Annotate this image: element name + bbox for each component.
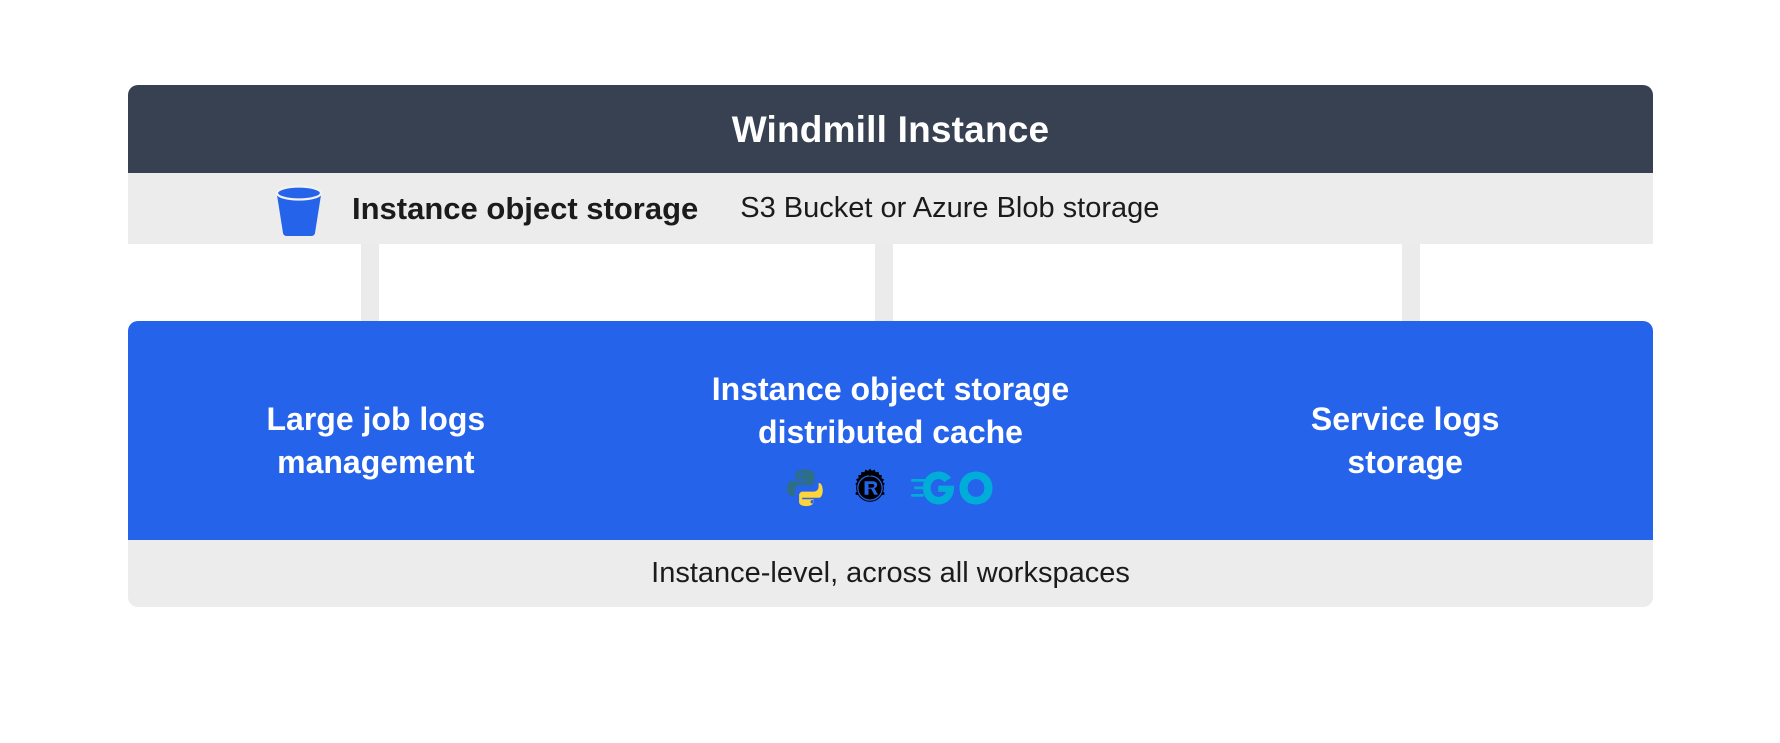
footer-caption: Instance-level, across all workspaces: [651, 557, 1130, 589]
bucket-icon: [268, 178, 330, 240]
feature-title: Instance object storage distributed cach…: [711, 370, 1070, 450]
go-logo-icon: [910, 468, 997, 513]
language-logo-row: [785, 467, 997, 513]
column-divider-1: [590, 612, 593, 742]
arrow-shaft: [1402, 244, 1420, 324]
arrow-shaft: [361, 244, 379, 324]
column-divider-2: [1150, 612, 1153, 742]
feature-column-service-logs-storage: Service logs storage: [1157, 321, 1653, 540]
rust-logo-icon: [849, 467, 891, 514]
windmill-instance-diagram: Windmill Instance Instance object storag…: [128, 85, 1653, 742]
feature-title: Service logs storage: [1310, 400, 1500, 480]
feature-panel: Large job logs management Instance objec…: [128, 321, 1653, 742]
feature-column-large-job-logs-management: Large job logs management: [128, 321, 624, 540]
instance-object-storage-label: Instance object storage: [352, 190, 699, 226]
instance-header-band: Windmill Instance: [128, 85, 1653, 173]
page-title: Windmill Instance: [731, 108, 1050, 150]
feature-column-instance-object-storage-distributed-cache: Instance object storage distributed cach…: [624, 321, 1158, 540]
arrow-shaft: [875, 244, 893, 324]
footer-band: Instance-level, across all workspaces: [128, 540, 1653, 607]
feature-title: Large job logs management: [266, 400, 486, 480]
python-logo-icon: [785, 466, 829, 515]
instance-object-storage-description: S3 Bucket or Azure Blob storage: [740, 192, 1160, 224]
instance-object-storage-row: Instance object storage S3 Bucket or Azu…: [128, 173, 1653, 244]
